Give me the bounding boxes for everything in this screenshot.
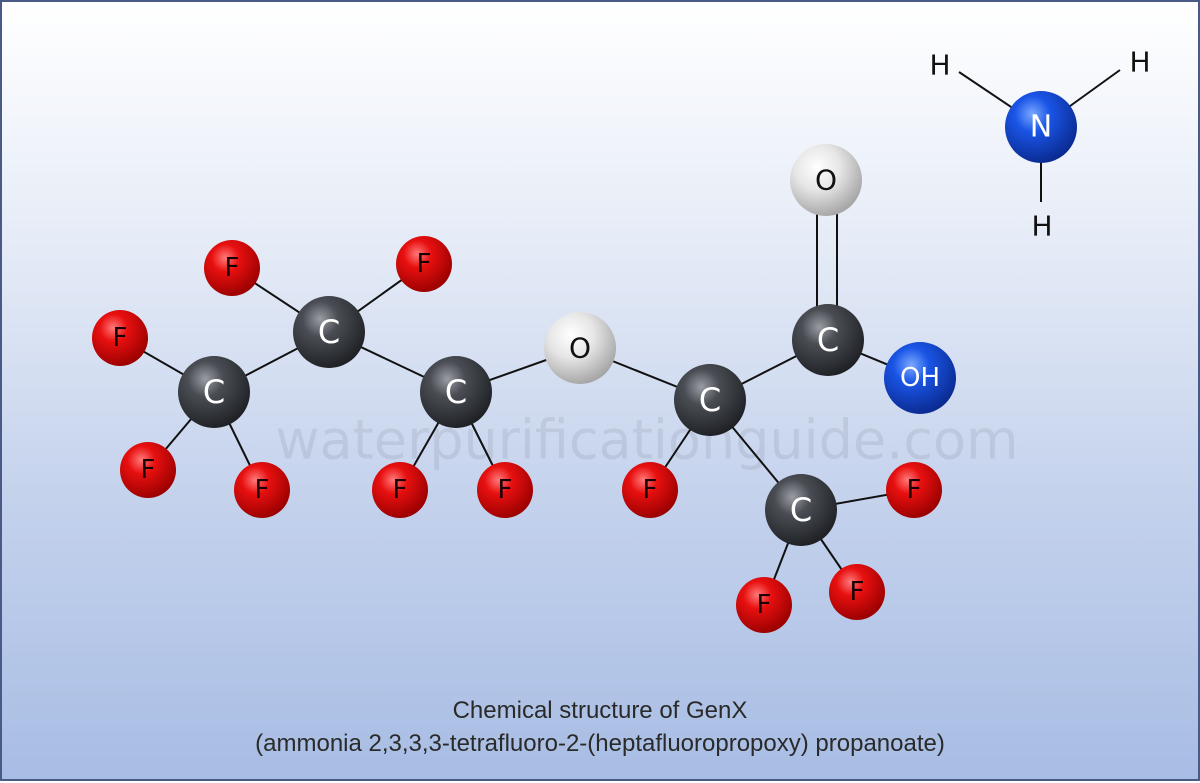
hydroxyl-group: OH — [884, 342, 956, 414]
fluorine-atom: F — [736, 577, 792, 633]
atom-label: F — [255, 475, 270, 505]
atom-label: F — [225, 253, 240, 283]
atom-label: F — [643, 475, 658, 505]
atom-label: F — [907, 475, 922, 505]
atom-label: F — [498, 475, 513, 505]
carbon-atom: C — [792, 304, 864, 376]
carbon-atom: C — [765, 474, 837, 546]
caption-subtitle: (ammonia 2,3,3,3-tetrafluoro-2-(heptaflu… — [255, 730, 945, 757]
atom-label: C — [318, 313, 340, 351]
fluorine-atom: F — [622, 462, 678, 518]
fluorine-atom: F — [396, 236, 452, 292]
fluorine-atom: F — [120, 442, 176, 498]
atoms: F F F F F F F F F F F C C C C C C O O OH… — [92, 91, 1077, 633]
atom-label: F — [393, 475, 408, 505]
atom-label: F — [113, 323, 128, 353]
atom-label: C — [445, 373, 467, 411]
carbon-atom: C — [178, 356, 250, 428]
atom-label: F — [417, 249, 432, 279]
carbonyl-oxygen-atom: O — [790, 144, 862, 216]
hydrogen-label: H — [929, 49, 950, 82]
fluorine-atom: F — [92, 310, 148, 366]
atom-label: C — [203, 373, 225, 411]
watermark-text: waterpurificationguide.com — [275, 409, 1018, 472]
fluorine-atom: F — [372, 462, 428, 518]
carbon-atom: C — [674, 364, 746, 436]
atom-label: F — [850, 577, 865, 607]
caption: Chemical structure of GenX (ammonia 2,3,… — [2, 694, 1198, 760]
nitrogen-atom: N — [1005, 91, 1077, 163]
fluorine-atom: F — [477, 462, 533, 518]
atom-label: N — [1030, 110, 1052, 145]
fluorine-atom: F — [829, 564, 885, 620]
atom-label: F — [757, 590, 772, 620]
atom-label: C — [817, 321, 839, 359]
atom-label: OH — [900, 363, 940, 393]
atom-label: O — [569, 332, 591, 365]
caption-title: Chemical structure of GenX — [452, 697, 748, 724]
atom-label: F — [141, 455, 156, 485]
fluorine-atom: F — [234, 462, 290, 518]
carbon-atom: C — [293, 296, 365, 368]
atom-label: O — [815, 164, 837, 197]
ether-oxygen-atom: O — [544, 312, 616, 384]
atom-label: C — [699, 381, 721, 419]
carbon-atom: C — [420, 356, 492, 428]
hydrogen-label: H — [1031, 210, 1052, 243]
fluorine-atom: F — [204, 240, 260, 296]
atom-label: C — [790, 491, 812, 529]
hydrogen-label: H — [1129, 46, 1150, 79]
bonds — [119, 69, 1121, 606]
fluorine-atom: F — [886, 462, 942, 518]
